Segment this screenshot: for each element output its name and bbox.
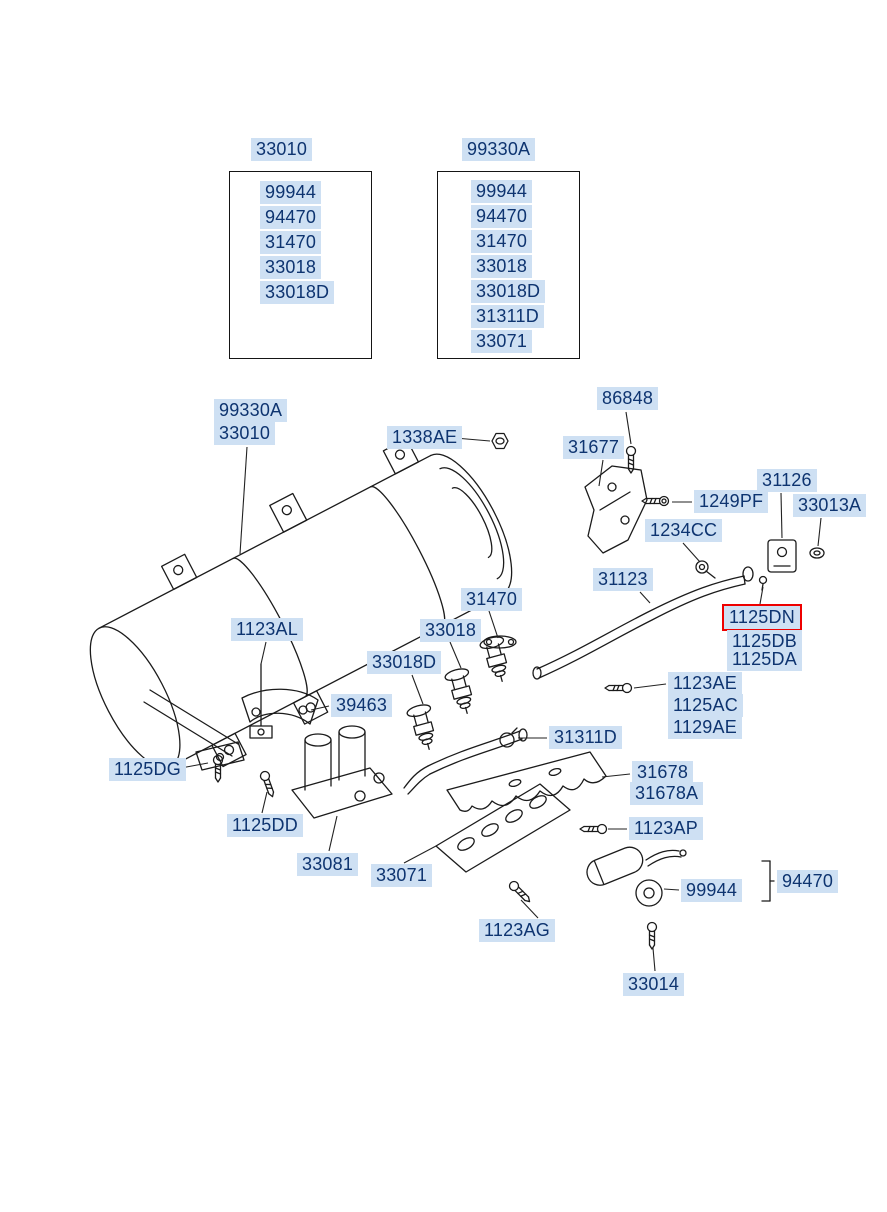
callout-31470[interactable]: 31470	[461, 588, 523, 611]
callout-tank-33010[interactable]: 33010	[214, 422, 276, 445]
callout-86848[interactable]: 86848	[597, 387, 659, 410]
block-33081-drawing	[291, 725, 393, 819]
fastener-drawings	[212, 445, 670, 950]
callout-33013A[interactable]: 33013A	[793, 494, 867, 517]
callout-31678A[interactable]: 31678A	[630, 782, 704, 805]
callout-1125DN-selected[interactable]: 1125DN	[722, 604, 802, 631]
callout-99944[interactable]: 99944	[681, 879, 743, 902]
callout-1125AC[interactable]: 1125AC	[668, 694, 743, 717]
callout-1123AG[interactable]: 1123AG	[479, 919, 555, 942]
grommet-33013A-drawing	[809, 547, 825, 559]
callout-1123AE[interactable]: 1123AE	[668, 672, 742, 695]
hose-31311D-drawing	[403, 727, 528, 795]
callout-1123AL[interactable]: 1123AL	[231, 618, 303, 641]
callout-1125DA[interactable]: 1125DA	[727, 648, 802, 671]
callout-33018D[interactable]: 33018D	[367, 651, 442, 674]
part-item[interactable]: 31470	[260, 231, 322, 254]
plate-31126-drawing	[767, 539, 797, 573]
leader-lines	[180, 411, 822, 972]
callout-31126[interactable]: 31126	[757, 469, 817, 492]
callout-33014[interactable]: 33014	[623, 973, 685, 996]
nut-1338AE-drawing	[491, 432, 509, 450]
callout-31677[interactable]: 31677	[563, 436, 625, 459]
callout-33018[interactable]: 33018	[420, 619, 482, 642]
bracket-31677-drawing	[584, 465, 648, 554]
part-list-box-33010: 99944 94470 31470 33018 33018D	[229, 171, 372, 359]
callout-1129AE[interactable]: 1129AE	[668, 716, 742, 739]
part-item[interactable]: 94470	[260, 206, 322, 229]
callout-1234CC[interactable]: 1234CC	[645, 519, 723, 542]
part-item[interactable]: 33018D	[471, 280, 546, 303]
part-item[interactable]: 99944	[260, 181, 322, 204]
part-item[interactable]: 94470	[471, 205, 533, 228]
part-item[interactable]: 33018	[260, 256, 322, 279]
callout-group-99330A[interactable]: 99330A	[462, 138, 536, 161]
clamp-1234CC-drawing	[695, 560, 716, 579]
callout-tank-99330A[interactable]: 99330A	[214, 399, 288, 422]
shield-31678-drawing	[446, 751, 607, 812]
part-item[interactable]: 31470	[471, 230, 533, 253]
callout-1249PF[interactable]: 1249PF	[694, 490, 769, 513]
valve-99944-drawing	[586, 846, 687, 907]
callout-94470[interactable]: 94470	[777, 870, 839, 893]
callout-31678[interactable]: 31678	[632, 761, 694, 784]
callout-33071[interactable]: 33071	[371, 864, 433, 887]
assembly-bracket-94470	[761, 860, 775, 902]
callout-group-33010[interactable]: 33010	[251, 138, 313, 161]
part-item[interactable]: 33071	[471, 330, 533, 353]
pipe-31123-drawing	[532, 566, 768, 680]
air-tank-drawing	[89, 438, 513, 769]
callout-1338AE[interactable]: 1338AE	[387, 426, 463, 449]
callout-31123[interactable]: 31123	[593, 568, 653, 591]
callout-1125DG[interactable]: 1125DG	[109, 758, 186, 781]
part-item[interactable]: 31311D	[471, 305, 544, 328]
part-item[interactable]: 33018D	[260, 281, 335, 304]
callout-31311D[interactable]: 31311D	[549, 726, 622, 749]
callout-1125DD[interactable]: 1125DD	[227, 814, 303, 837]
callout-1125DB[interactable]: 1125DB	[727, 630, 802, 653]
callout-39463[interactable]: 39463	[331, 694, 393, 717]
part-item[interactable]: 33018	[471, 255, 533, 278]
valves-drawing	[405, 634, 517, 754]
part-item[interactable]: 99944	[471, 180, 533, 203]
callout-1123AP[interactable]: 1123AP	[629, 817, 703, 840]
manifold-33071-drawing	[435, 783, 571, 873]
callout-33081[interactable]: 33081	[297, 853, 359, 876]
part-list-box-99330A: 99944 94470 31470 33018 33018D 31311D 33…	[437, 171, 580, 359]
